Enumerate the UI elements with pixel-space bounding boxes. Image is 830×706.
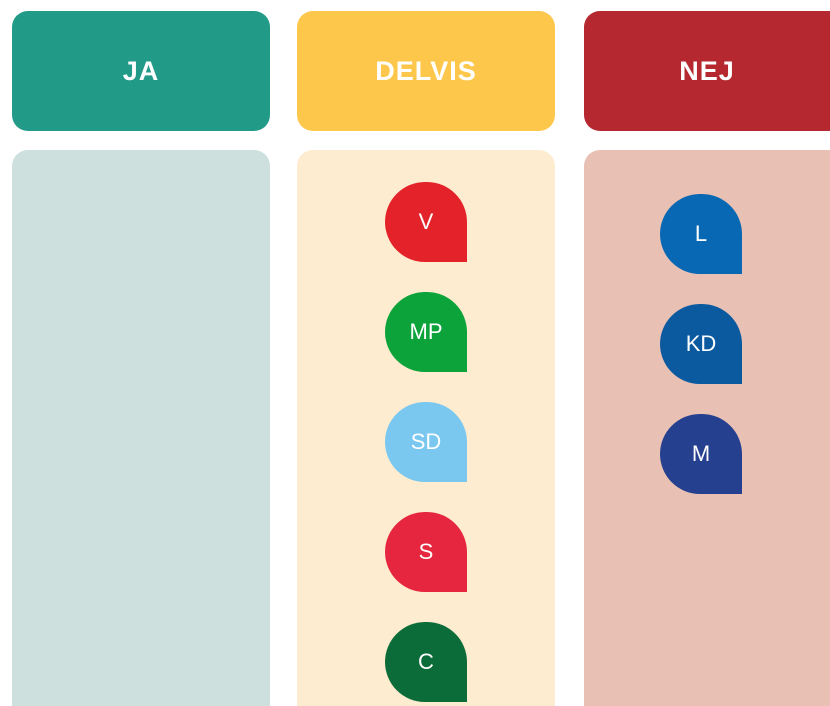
party-chip-label: V xyxy=(418,209,434,234)
column-ja: JA xyxy=(12,0,270,706)
column-header-label: NEJ xyxy=(679,55,735,86)
party-chip-label: SD xyxy=(410,429,442,454)
party-chip-label: M xyxy=(691,441,711,466)
party-chip-v[interactable]: V xyxy=(385,182,467,262)
party-chip-list: L KD M xyxy=(584,194,830,524)
party-chip-mp[interactable]: MP xyxy=(385,292,467,372)
column-header-delvis: DELVIS xyxy=(297,11,555,131)
party-chip-sd[interactable]: SD xyxy=(385,402,467,482)
column-header-ja: JA xyxy=(12,11,270,131)
party-chip-c[interactable]: C xyxy=(385,622,467,702)
column-header-label: DELVIS xyxy=(375,55,477,86)
column-nej: NEJ L KD M xyxy=(584,0,830,706)
party-chip-label: L xyxy=(694,221,708,246)
party-chip-l[interactable]: L xyxy=(660,194,742,274)
party-chip-s[interactable]: S xyxy=(385,512,467,592)
drop-zone-ja[interactable] xyxy=(12,150,270,706)
party-chip-kd[interactable]: KD xyxy=(660,304,742,384)
column-header-nej: NEJ xyxy=(584,11,830,131)
party-chip-m[interactable]: M xyxy=(660,414,742,494)
party-chip-list: V MP SD S C xyxy=(297,182,555,706)
party-chip-label: S xyxy=(418,539,434,564)
party-chip-label: C xyxy=(418,649,434,674)
party-chip-label: MP xyxy=(409,319,443,344)
column-delvis: DELVIS V MP SD S C xyxy=(297,0,555,706)
column-header-label: JA xyxy=(122,55,160,86)
drop-zone-nej[interactable]: L KD M xyxy=(584,150,830,706)
drop-zone-delvis[interactable]: V MP SD S C xyxy=(297,150,555,706)
party-chip-label: KD xyxy=(685,331,717,356)
